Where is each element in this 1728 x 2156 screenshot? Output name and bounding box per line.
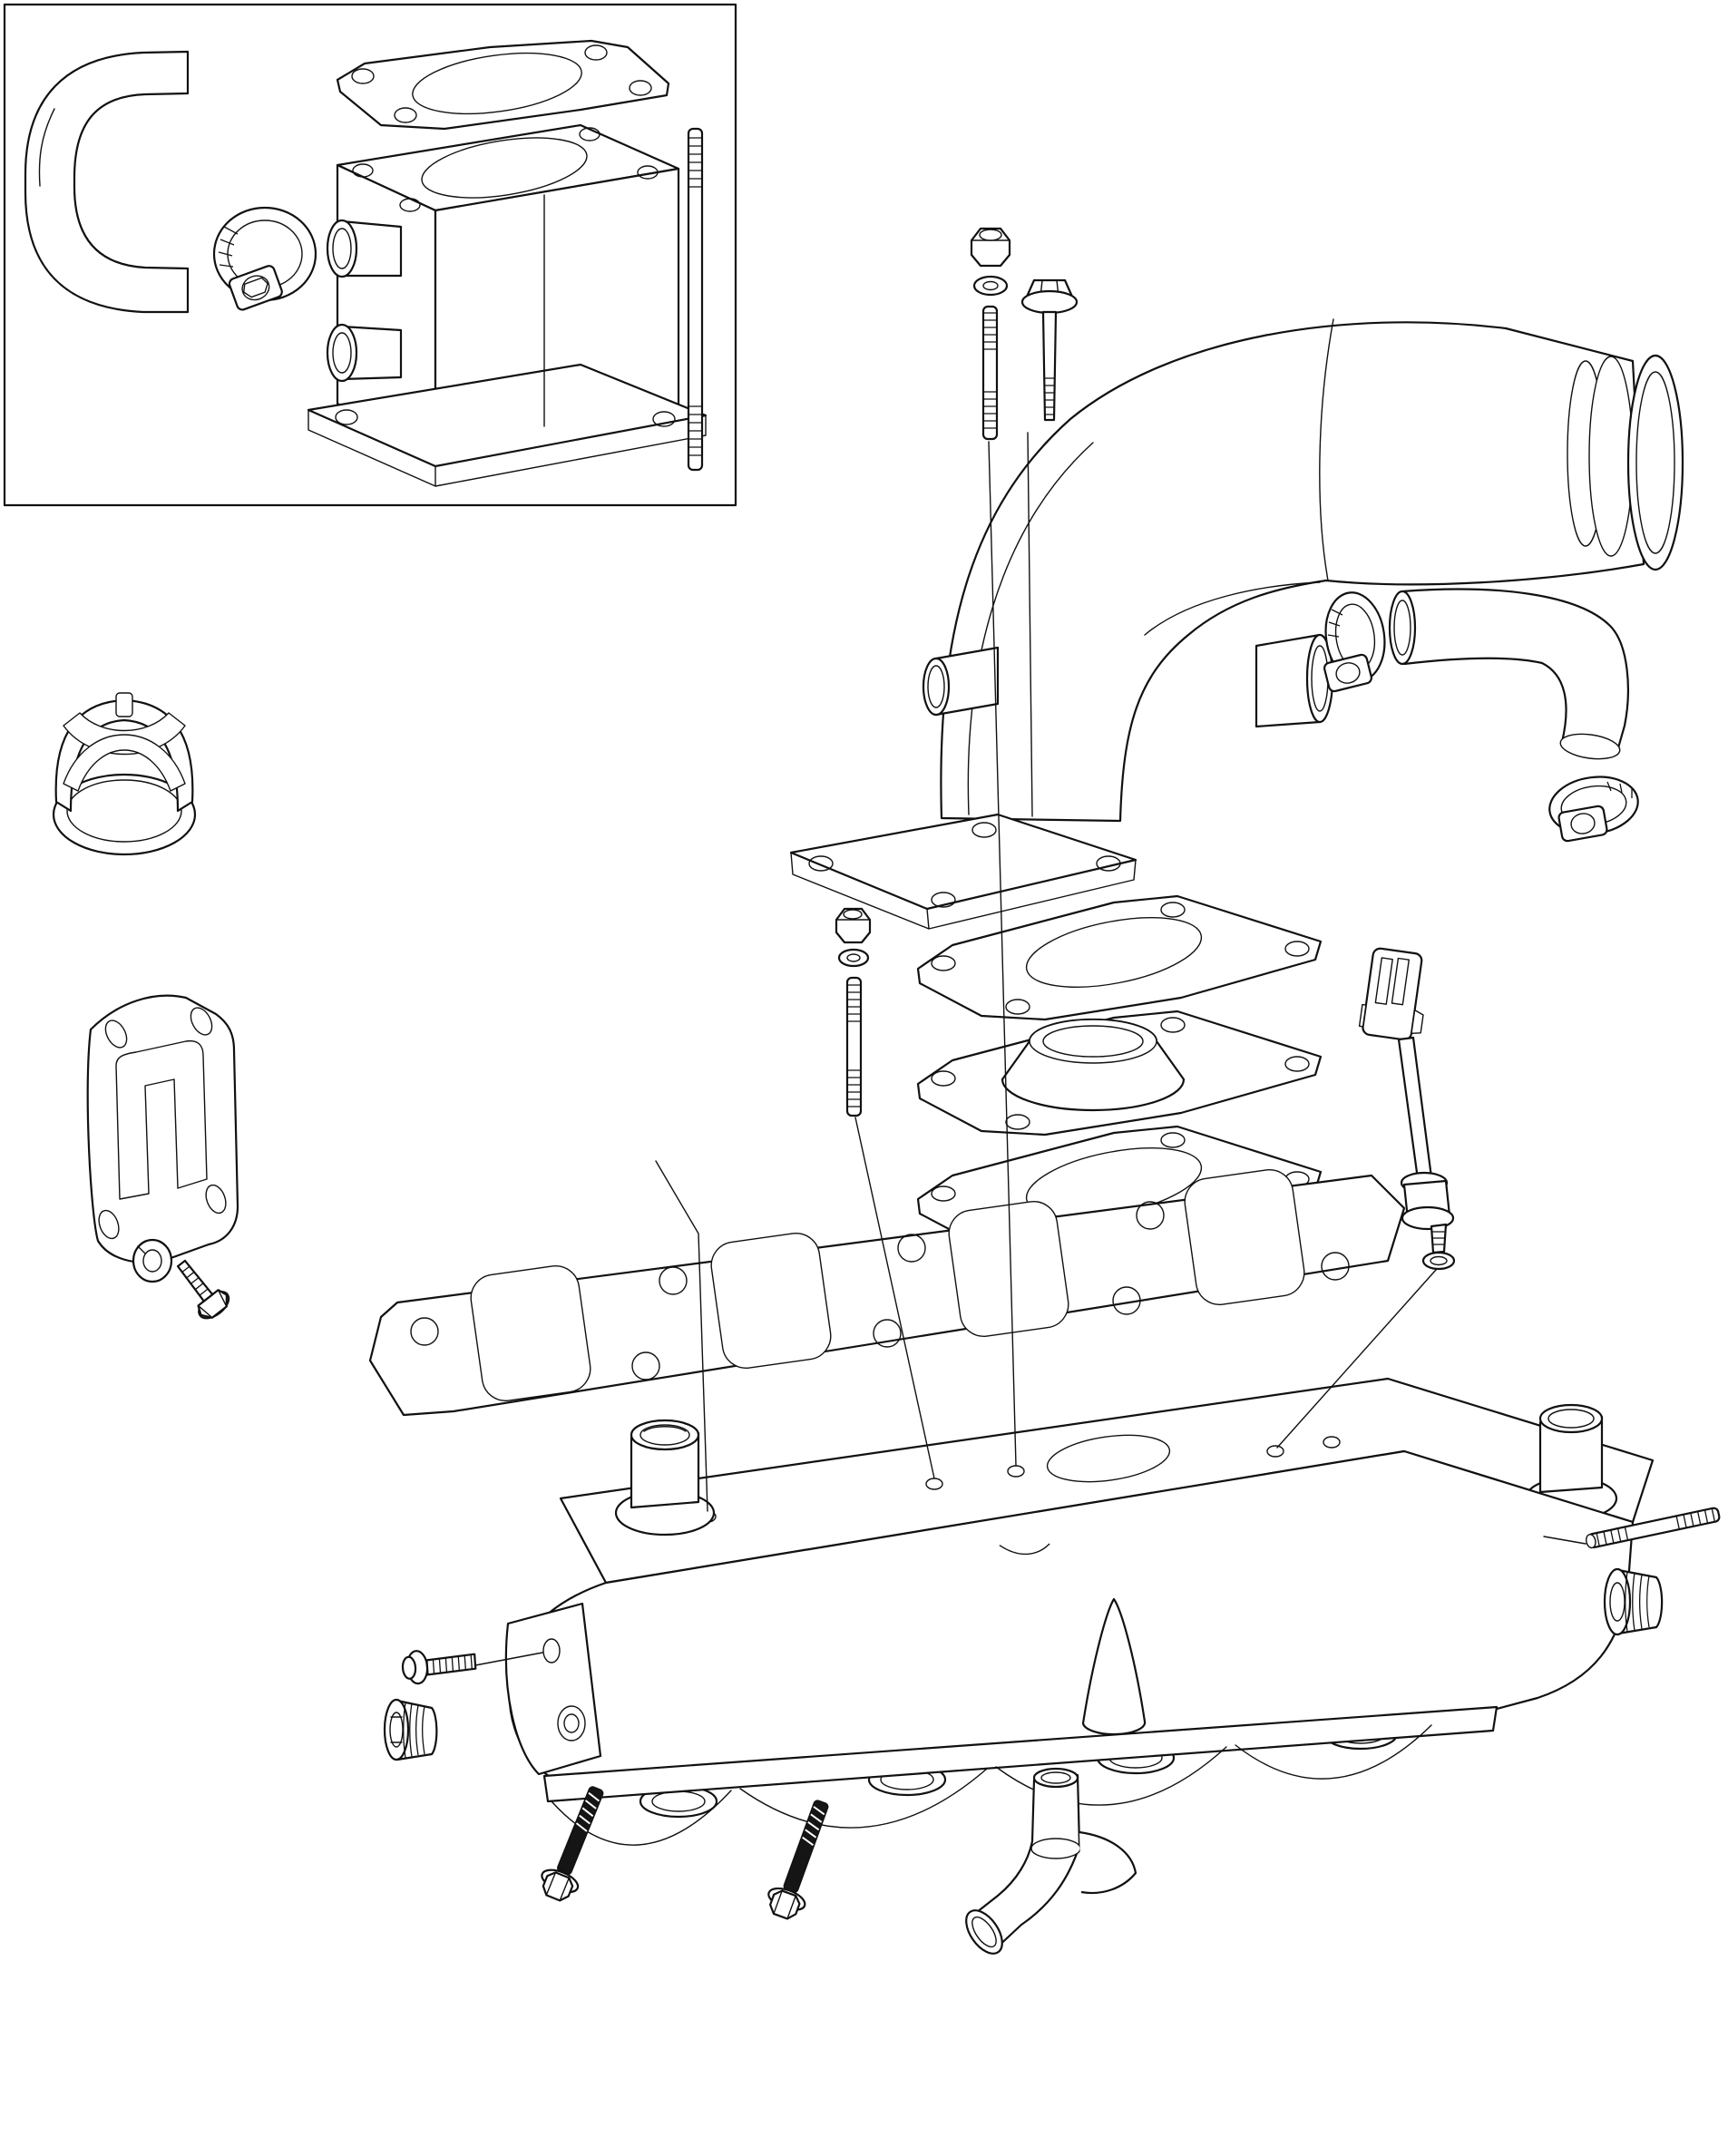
part-21-shaped-hose	[24, 50, 190, 314]
part-20-riser-block	[307, 123, 708, 487]
part-19-stud	[1586, 1507, 1721, 1549]
part-9-hose-clamp-lower	[1548, 776, 1639, 843]
part-14-gasket-inset	[336, 39, 670, 131]
part-10-stud	[845, 976, 863, 1117]
part-6-bolt	[767, 1800, 829, 1920]
part-12-washer-lower	[837, 948, 870, 968]
part-11-stud	[981, 305, 999, 441]
part-12-washer-upper	[972, 275, 1009, 297]
part-24-bolt	[176, 1259, 230, 1320]
part-18-bolt	[401, 1650, 477, 1685]
part-22-stud	[687, 127, 704, 472]
part-13-locknut-lower	[835, 907, 872, 944]
part-25-lock-washer	[132, 1238, 173, 1283]
part-9-hose-clamp-inset	[212, 206, 317, 311]
part-16-temperature-sensor	[1358, 947, 1455, 1254]
part-9-hose-clamp-elbow	[1323, 591, 1386, 693]
part-14-gasket-top	[916, 894, 1323, 1021]
part-5-bolt	[541, 1786, 604, 1902]
part-2-pipe-plug-left	[383, 1698, 438, 1761]
part-3-drain-fitting	[965, 1767, 1137, 1955]
part-17-oring	[1421, 1251, 1456, 1271]
assembly-projection-lines	[474, 432, 1586, 1666]
part-13-locknut-upper	[970, 227, 1011, 268]
part-26-exhaust-flapper	[52, 692, 197, 856]
inset-box	[3, 3, 737, 507]
part-4-manifold-gasket	[368, 1168, 1406, 1417]
part-7-exhaust-elbow	[789, 318, 1684, 930]
part-15-restrictor-plate	[916, 1010, 1323, 1137]
part-23-end-plate	[86, 994, 239, 1264]
part-27-bolt	[1020, 278, 1079, 422]
part-8-exhaust-hose	[1388, 588, 1629, 760]
part-2-pipe-plug-right	[1603, 1567, 1664, 1636]
part-1-exhaust-manifold	[504, 1377, 1655, 1846]
